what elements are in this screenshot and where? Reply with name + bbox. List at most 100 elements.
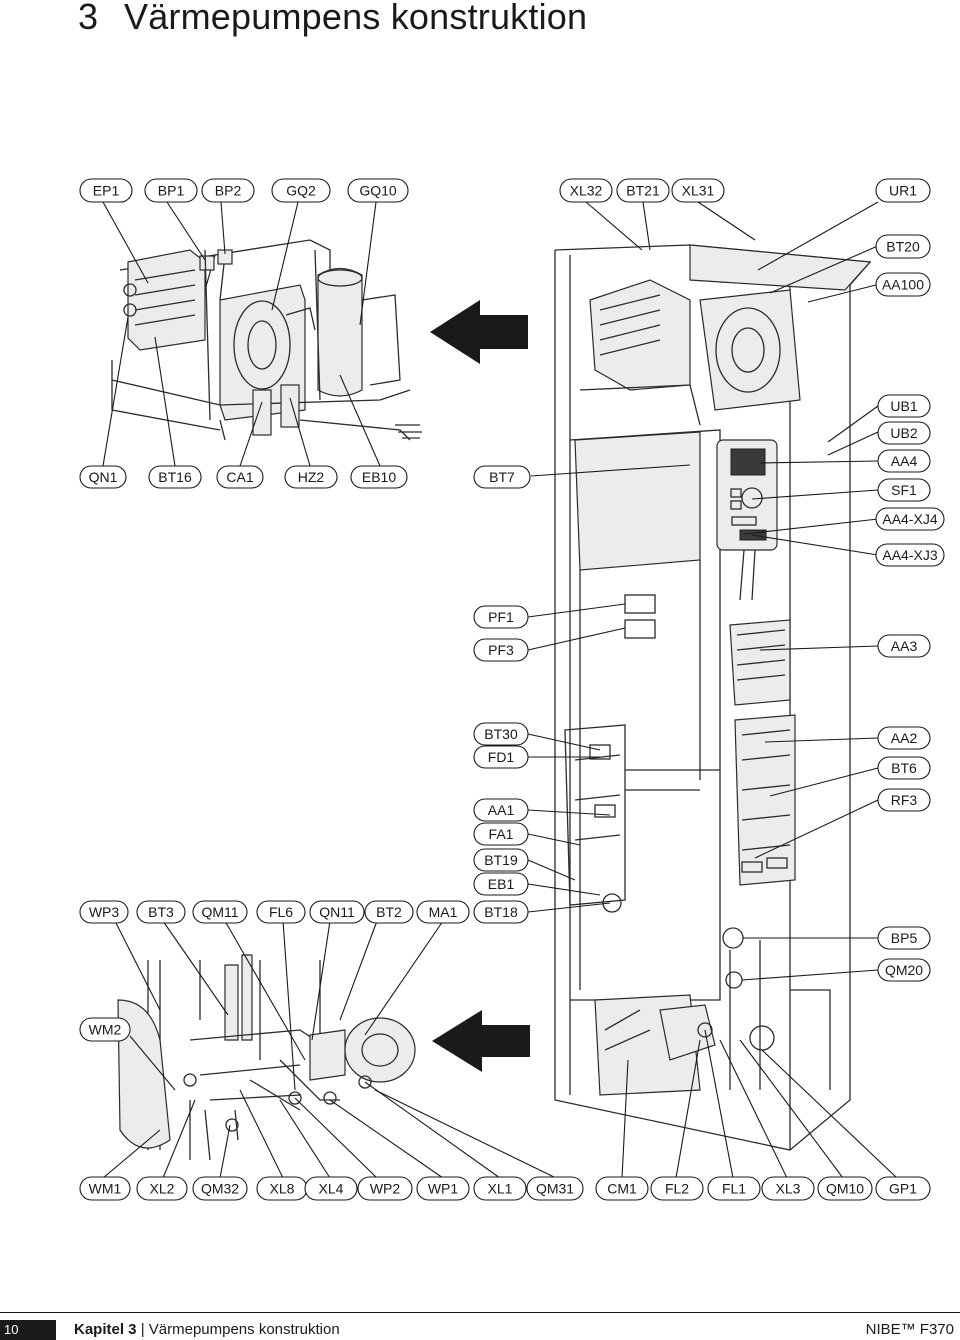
svg-text:AA1: AA1 [488, 802, 515, 818]
svg-text:XL1: XL1 [488, 1181, 513, 1197]
label-aa4-xj4: AA4-XJ4 [875, 507, 945, 531]
cabinet-drawing [554, 244, 872, 1151]
svg-text:QM31: QM31 [536, 1181, 574, 1197]
label-qm11: QM11 [192, 900, 248, 924]
label-bt16: BT16 [148, 465, 202, 489]
label-qm10: QM10 [817, 1176, 873, 1201]
label-xl1: XL1 [473, 1176, 527, 1201]
svg-text:HZ2: HZ2 [298, 469, 325, 485]
label-fl2: FL2 [650, 1176, 704, 1201]
label-qm31: QM31 [526, 1176, 584, 1201]
svg-text:AA3: AA3 [891, 638, 918, 654]
label-qm20: QM20 [877, 958, 931, 982]
svg-text:AA100: AA100 [882, 277, 924, 293]
label-xl31: XL31 [671, 178, 725, 203]
label-bp1: BP1 [144, 178, 198, 203]
svg-text:EB10: EB10 [362, 469, 396, 485]
page-number: 10 [0, 1320, 56, 1340]
svg-text:QM10: QM10 [826, 1181, 864, 1197]
svg-text:WP1: WP1 [428, 1181, 459, 1197]
label-bt18: BT18 [473, 900, 529, 924]
label-bt2: BT2 [364, 900, 414, 924]
svg-text:BT2: BT2 [376, 904, 402, 920]
page-footer: 10 Kapitel 3 | Värmepumpens konstruktion… [0, 1312, 960, 1340]
label-bt20: BT20 [875, 234, 931, 259]
label-cm1: CM1 [595, 1176, 649, 1201]
label-aa4: AA4 [877, 449, 931, 473]
label-qn1: QN1 [79, 465, 127, 489]
svg-text:UR1: UR1 [889, 183, 917, 199]
svg-text:BP1: BP1 [158, 183, 185, 199]
svg-text:FL6: FL6 [269, 904, 293, 920]
label-wp1: WP1 [416, 1176, 470, 1201]
label-xl2: XL2 [136, 1176, 188, 1201]
footer-chapter-label: Kapitel 3 [74, 1321, 137, 1338]
label-aa3: AA3 [877, 634, 931, 658]
svg-text:BP5: BP5 [891, 930, 918, 946]
compressor-module-drawing [111, 239, 422, 441]
svg-text:GQ10: GQ10 [359, 183, 397, 199]
label-fl6: FL6 [256, 900, 306, 924]
svg-text:FD1: FD1 [488, 749, 515, 765]
label-aa4-xj3: AA4-XJ3 [875, 543, 945, 567]
svg-text:BT6: BT6 [891, 760, 917, 776]
svg-text:PF1: PF1 [488, 609, 514, 625]
label-aa100: AA100 [875, 272, 931, 297]
chapter-title: Värmepumpens konstruktion [124, 0, 588, 37]
svg-text:XL31: XL31 [682, 183, 715, 199]
svg-text:UB2: UB2 [890, 425, 917, 441]
label-sf1: SF1 [877, 478, 931, 502]
label-wp2: WP2 [357, 1176, 413, 1201]
label-ma1: MA1 [416, 900, 470, 924]
page-title: 3 Värmepumpens konstruktion [78, 0, 587, 38]
label-xl4: XL4 [304, 1176, 358, 1201]
svg-text:CA1: CA1 [226, 469, 253, 485]
label-bt21: BT21 [616, 178, 670, 203]
svg-text:EB1: EB1 [488, 876, 515, 892]
leader-lines [102, 201, 898, 1179]
label-hz2: HZ2 [284, 465, 338, 489]
label-ep1: EP1 [79, 178, 133, 203]
svg-text:BP2: BP2 [215, 183, 242, 199]
label-ub1: UB1 [877, 394, 931, 418]
label-gq2: GQ2 [271, 178, 331, 203]
svg-text:QN1: QN1 [89, 469, 118, 485]
label-xl32: XL32 [559, 178, 613, 203]
label-aa1: AA1 [473, 798, 529, 822]
label-wp3: WP3 [79, 900, 129, 924]
svg-text:WM1: WM1 [89, 1181, 122, 1197]
label-xl3: XL3 [761, 1176, 815, 1201]
arrow-left-bottom [432, 1010, 530, 1072]
label-bt30: BT30 [473, 722, 529, 746]
footer-divider [0, 1312, 960, 1313]
label-bt7: BT7 [473, 465, 531, 489]
svg-text:FL1: FL1 [722, 1181, 746, 1197]
svg-text:SF1: SF1 [891, 482, 917, 498]
label-gp1: GP1 [875, 1176, 931, 1201]
svg-text:FA1: FA1 [489, 826, 514, 842]
pipe-connections-drawing [117, 954, 416, 1161]
footer-chapter: Kapitel 3 | Värmepumpens konstruktion [74, 1321, 340, 1338]
svg-text:MA1: MA1 [429, 904, 458, 920]
label-qm32: QM32 [192, 1176, 248, 1201]
svg-text:AA4-XJ4: AA4-XJ4 [882, 511, 937, 527]
svg-text:QN11: QN11 [319, 904, 355, 920]
label-fa1: FA1 [473, 822, 529, 846]
svg-text:UB1: UB1 [890, 398, 917, 414]
label-eb1: EB1 [473, 872, 529, 896]
svg-text:XL32: XL32 [570, 183, 603, 199]
label-gq10: GQ10 [347, 178, 409, 203]
label-wm1: WM1 [79, 1176, 131, 1201]
svg-text:AA4: AA4 [891, 453, 918, 469]
svg-text:QM11: QM11 [201, 904, 238, 920]
chapter-number: 3 [78, 0, 99, 37]
svg-text:GQ2: GQ2 [286, 183, 316, 199]
label-ca1: CA1 [216, 465, 264, 489]
label-xl8: XL8 [256, 1176, 308, 1201]
svg-text:PF3: PF3 [488, 642, 514, 658]
label-fd1: FD1 [473, 745, 529, 769]
svg-text:QM32: QM32 [201, 1181, 239, 1197]
svg-text:GP1: GP1 [889, 1181, 917, 1197]
svg-text:BT16: BT16 [158, 469, 192, 485]
svg-text:BT30: BT30 [484, 726, 518, 742]
